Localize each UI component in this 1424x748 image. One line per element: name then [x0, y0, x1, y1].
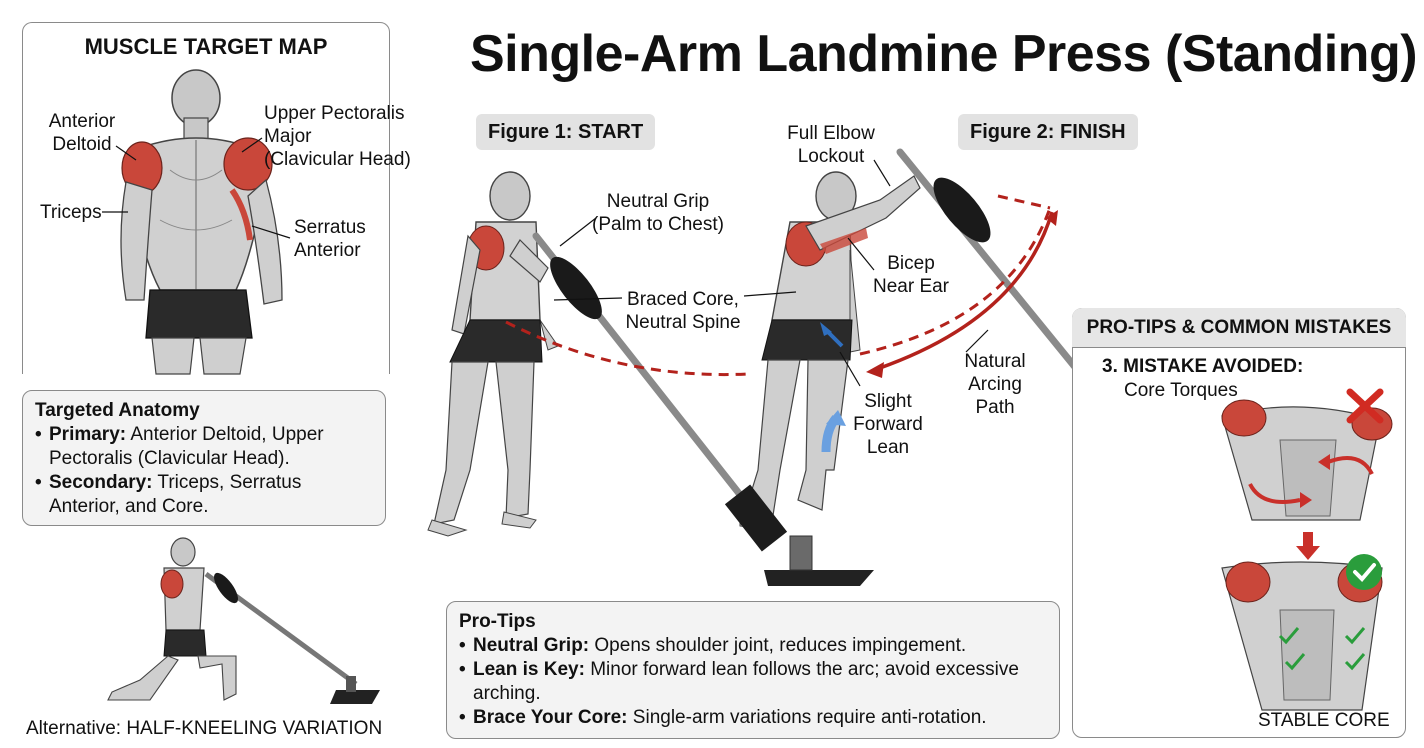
mistakes-heading: PRO-TIPS & COMMON MISTAKES	[1072, 308, 1406, 348]
primary-text: Anterior Deltoid, Upper Pectoralis (Clav…	[49, 424, 324, 469]
label-slight-forward-lean: Slight Forward Lean	[853, 391, 923, 458]
mistake-subtitle: Core Torques	[1124, 380, 1238, 401]
pro-tip-label: Neutral Grip:	[473, 635, 590, 656]
figure1-person	[427, 171, 559, 537]
page-title: Single-Arm Landmine Press (Standing)	[470, 25, 1418, 83]
figure1-tag: Figure 1: START	[476, 114, 656, 150]
label-natural-arcing-path: Natural Arcing Path	[964, 351, 1026, 418]
label-full-elbow-lockout: Full Elbow Lockout	[787, 123, 875, 167]
mistake-title: 3. MISTAKE AVOIDED:	[1102, 356, 1304, 377]
targeted-anatomy-box: Targeted Anatomy Primary: Anterior Delto…	[22, 390, 386, 526]
pro-tips-box: Pro-Tips Neutral Grip: Opens shoulder jo…	[446, 601, 1060, 739]
pro-tip-label: Lean is Key:	[473, 659, 585, 680]
secondary-text: Triceps, Serratus Anterior, and Core.	[49, 472, 302, 517]
pro-tip-text: Minor forward lean follows the arc; avoi…	[473, 659, 1019, 704]
primary-label: Primary:	[49, 424, 127, 445]
anatomy-primary: Primary: Anterior Deltoid, Upper Pectora…	[35, 423, 373, 471]
label-triceps: Triceps	[40, 202, 102, 223]
anatomy-secondary: Secondary: Triceps, Serratus Anterior, a…	[35, 471, 373, 519]
alternative-caption: Alternative: HALF-KNEELING VARIATION	[26, 718, 383, 739]
secondary-label: Secondary:	[49, 472, 153, 493]
label-serratus-anterior: Serratus Anterior	[294, 217, 366, 261]
pro-tip-label: Brace Your Core:	[473, 707, 628, 728]
pro-tip-text: Single-arm variations require anti-rotat…	[632, 707, 987, 728]
label-bicep-near-ear: Bicep Near Ear	[872, 253, 950, 297]
pro-tip-text: Opens shoulder joint, reduces impingemen…	[594, 635, 967, 656]
figure2-tag: Figure 2: FINISH	[958, 114, 1138, 150]
muscle-map-panel	[22, 22, 390, 374]
pro-tip-item: Brace Your Core: Single-arm variations r…	[459, 706, 1047, 730]
figure2-person	[739, 171, 921, 531]
anatomy-heading: Targeted Anatomy	[35, 400, 200, 421]
stable-core-label: STABLE CORE	[1258, 710, 1390, 731]
label-neutral-grip: Neutral Grip (Palm to Chest)	[592, 191, 724, 235]
pro-tips-heading: Pro-Tips	[459, 611, 536, 632]
label-upper-pectoralis: Upper Pectoralis Major (Clavicular Head)	[264, 103, 411, 170]
muscle-map-heading: MUSCLE TARGET MAP	[84, 34, 328, 59]
pro-tip-item: Lean is Key: Minor forward lean follows …	[459, 658, 1047, 706]
label-braced-core: Braced Core, Neutral Spine	[625, 289, 741, 333]
label-anterior-deltoid: Anterior Deltoid	[48, 111, 116, 155]
pro-tip-item: Neutral Grip: Opens shoulder joint, redu…	[459, 634, 1047, 658]
